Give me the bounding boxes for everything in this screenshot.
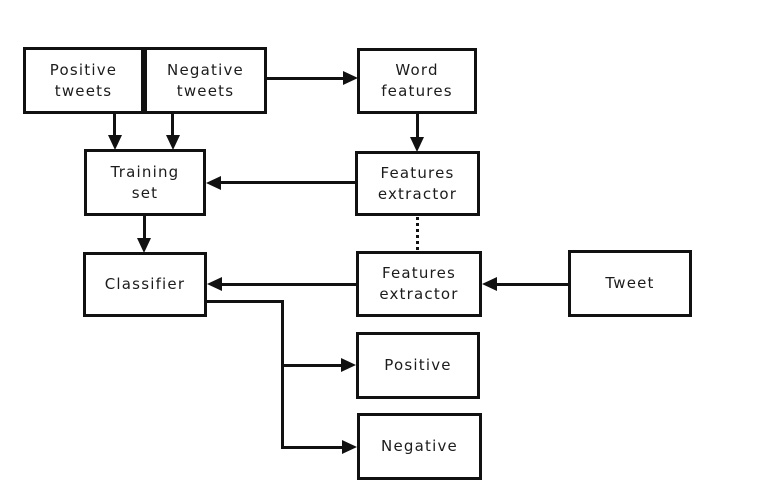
edge-features-extractor-to-classifier (220, 283, 356, 286)
node-training-set-label: Training set (110, 162, 180, 202)
node-word-features: Word features (357, 48, 477, 114)
arrowhead-right-icon (341, 358, 356, 372)
arrowhead-left-icon (207, 277, 222, 291)
edge-negative-tweets-to-training-set (171, 114, 174, 137)
edge-training-set-to-classifier (143, 216, 146, 239)
arrowhead-right-icon (343, 71, 358, 85)
edge-classifier-to-negative (281, 446, 344, 449)
edge-dotted-features-extractors (416, 217, 419, 250)
node-tweet: Tweet (568, 250, 692, 317)
node-negative-label: Negative (381, 437, 458, 455)
arrowhead-left-icon (482, 277, 497, 291)
arrowhead-left-icon (206, 176, 221, 190)
arrowhead-down-icon (108, 135, 122, 150)
edge-classifier-to-positive (281, 364, 343, 367)
node-positive-tweets-label: Positive tweets (49, 60, 118, 100)
node-negative-tweets-label: Negative tweets (167, 60, 244, 100)
node-features-extractor-predict-label: Features extractor (379, 264, 459, 303)
edge-negative-tweets-to-word-features (267, 77, 345, 80)
node-features-extractor-predict: Features extractor (356, 251, 482, 317)
node-features-extractor-train-label: Features extractor (377, 163, 458, 203)
arrowhead-down-icon (137, 238, 151, 253)
edge-classifier-out-vertical (281, 300, 284, 449)
arrowhead-down-icon (166, 135, 180, 150)
edge-features-extractor-to-training-set (219, 181, 355, 184)
edge-classifier-out-horizontal (207, 300, 284, 303)
node-positive-tweets: Positive tweets (23, 47, 144, 114)
edge-tweet-to-features-extractor (495, 283, 568, 286)
edge-positive-tweets-to-training-set (113, 114, 116, 137)
node-training-set: Training set (84, 149, 206, 216)
node-negative-tweets: Negative tweets (144, 47, 267, 114)
edge-word-features-to-features-extractor (416, 114, 419, 138)
node-positive: Positive (356, 332, 480, 399)
node-negative: Negative (357, 413, 482, 480)
arrowhead-down-icon (410, 137, 424, 152)
node-positive-label: Positive (384, 356, 452, 374)
node-classifier: Classifier (83, 252, 207, 317)
node-features-extractor-train: Features extractor (355, 151, 480, 216)
node-word-features-label: Word features (381, 61, 453, 100)
node-tweet-label: Tweet (605, 274, 655, 292)
node-classifier-label: Classifier (104, 275, 186, 293)
arrowhead-right-icon (342, 440, 357, 454)
